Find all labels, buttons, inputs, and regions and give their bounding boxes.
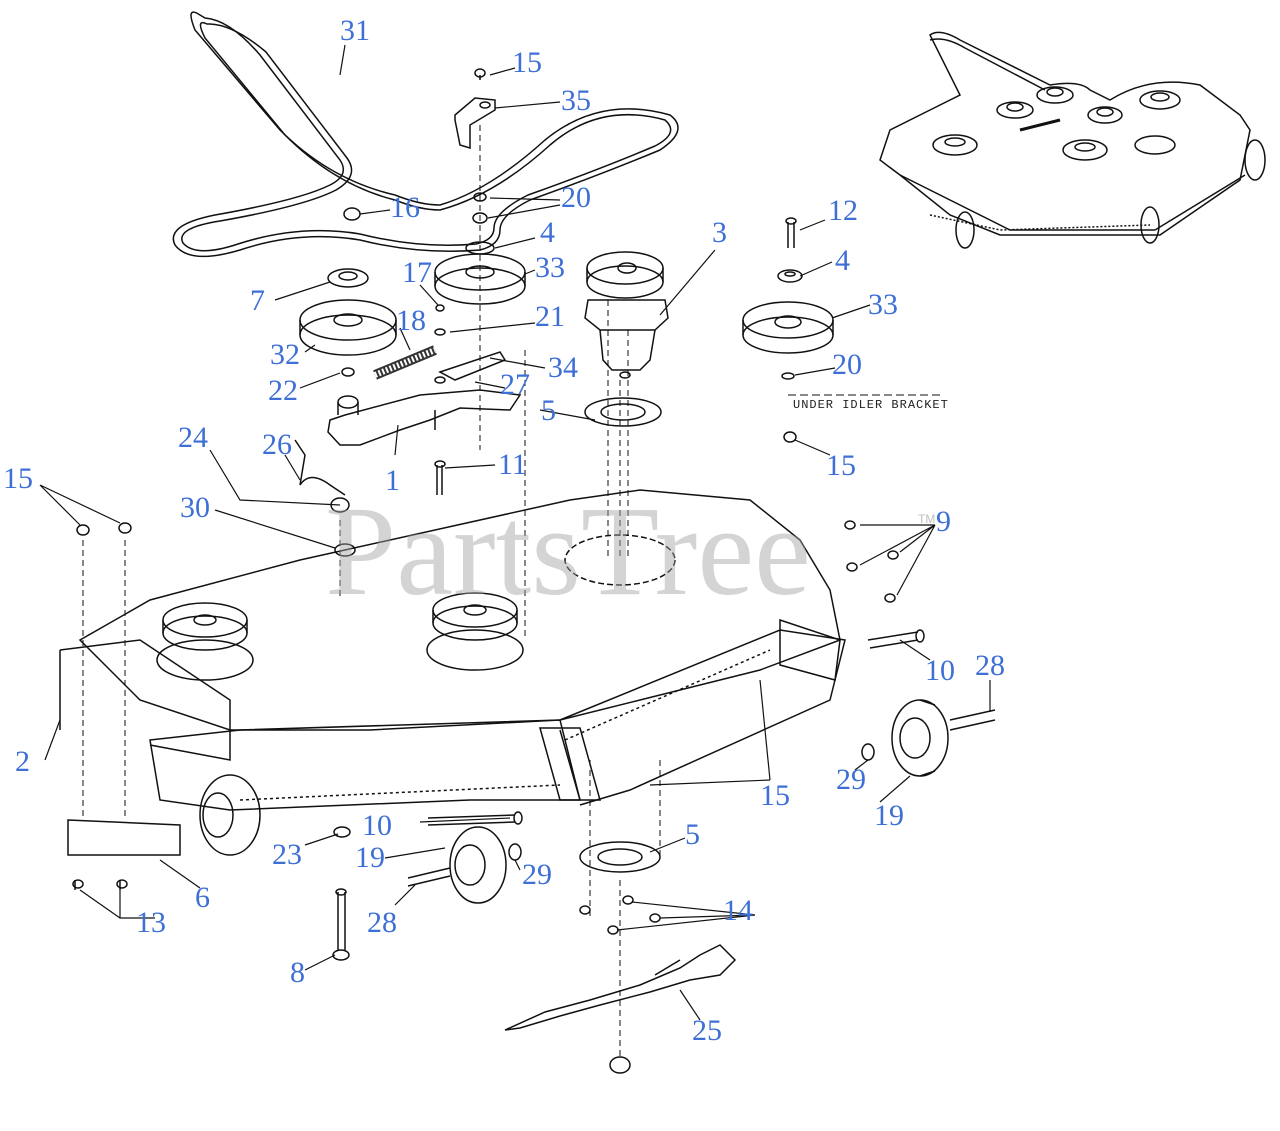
callout-35: 35 <box>561 84 591 117</box>
callout-4-right: 4 <box>835 244 850 277</box>
callout-15: 15 <box>512 46 542 79</box>
callout-26: 26 <box>262 428 292 461</box>
idler-bracket <box>454 68 496 150</box>
callout-25: 25 <box>692 1014 722 1047</box>
spindle-assembly <box>584 251 669 379</box>
callout-15-left: 15 <box>3 462 33 495</box>
callout-1: 1 <box>385 464 400 497</box>
callout-20: 20 <box>561 181 591 214</box>
callout-19-bottom: 19 <box>355 841 385 874</box>
callout-33-right: 33 <box>868 288 898 321</box>
callout-10-right: 10 <box>925 654 955 687</box>
callout-4: 4 <box>540 216 555 249</box>
callout-3: 3 <box>712 216 727 249</box>
mower-deck <box>59 489 846 811</box>
assembled-deck-view <box>879 31 1266 249</box>
callout-5: 5 <box>541 394 556 427</box>
callout-17: 17 <box>402 256 432 289</box>
callout-24: 24 <box>178 421 208 454</box>
callout-28-bottom: 28 <box>367 906 397 939</box>
callout-34: 34 <box>548 351 578 384</box>
callout-29-bottom: 29 <box>522 858 552 891</box>
spring <box>373 345 437 380</box>
callout-8: 8 <box>290 956 305 989</box>
callout-33: 33 <box>535 251 565 284</box>
callout-15-lower: 15 <box>760 779 790 812</box>
belt <box>172 11 679 258</box>
caster-wheel-bottom <box>449 826 507 904</box>
callout-22: 22 <box>268 374 298 407</box>
callout-21: 21 <box>535 300 565 333</box>
callout-31: 31 <box>340 14 370 47</box>
callout-19-right: 19 <box>874 799 904 832</box>
deck-pulley-left <box>156 602 254 681</box>
callout-32: 32 <box>270 338 300 371</box>
callout-13: 13 <box>136 906 166 939</box>
callout-30: 30 <box>180 491 210 524</box>
caster-wheel-left <box>199 774 261 856</box>
deck-pulley-center <box>426 592 524 671</box>
callout-27: 27 <box>500 368 530 401</box>
callout-2: 2 <box>15 745 30 778</box>
callout-12: 12 <box>828 194 858 227</box>
pulley-32 <box>299 299 397 356</box>
idler-pulley-right <box>742 301 834 354</box>
under-idler-bracket-note: UNDER IDLER BRACKET <box>793 398 949 412</box>
watermark-tm: TM <box>918 512 936 526</box>
callout-23: 23 <box>272 838 302 871</box>
callout-29-right: 29 <box>836 763 866 796</box>
callout-7: 7 <box>250 284 265 317</box>
callout-11: 11 <box>498 448 527 481</box>
callout-14: 14 <box>723 894 753 927</box>
callout-16: 16 <box>390 191 420 224</box>
callout-5-lower: 5 <box>685 818 700 851</box>
mower-blade <box>504 944 737 1031</box>
callout-9: 9 <box>936 505 951 538</box>
callout-15-right: 15 <box>826 449 856 482</box>
leader-lines <box>39 44 991 1021</box>
spindle-plate <box>584 397 662 427</box>
watermark: PartsTree <box>325 480 811 622</box>
idler-arm <box>327 389 522 446</box>
callout-20-right: 20 <box>832 348 862 381</box>
callout-10-left: 10 <box>362 809 392 842</box>
callout-6: 6 <box>195 881 210 914</box>
callout-18: 18 <box>396 304 426 337</box>
callout-28-right: 28 <box>975 649 1005 682</box>
caster-wheel-right <box>891 699 949 777</box>
